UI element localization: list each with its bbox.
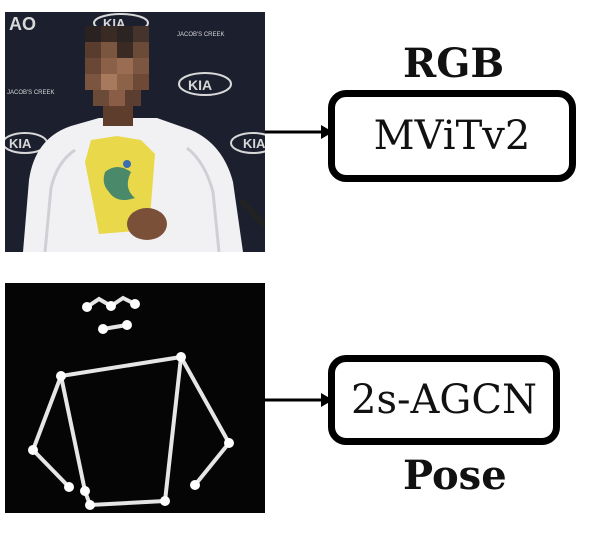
- kia-logo-right: KIA: [188, 77, 212, 93]
- joint: [224, 438, 234, 448]
- joint: [80, 486, 90, 496]
- skeleton-right-upper-arm: [179, 355, 231, 445]
- joint: [160, 496, 170, 506]
- person-figure: [23, 26, 265, 252]
- mvitv2-model-box: MViTv2: [328, 90, 576, 182]
- joint: [106, 301, 116, 311]
- sponsor-logos: AO KIA KIA KIA KIA JACOB'S CREEK JACOB'S…: [5, 13, 265, 154]
- kia-logo-far-right: KIA: [243, 136, 265, 151]
- pose-modality-label: Pose: [403, 452, 507, 499]
- blurred-face: [85, 26, 149, 106]
- kia-logo-far-right-ring: [230, 132, 265, 154]
- joint: [190, 480, 200, 490]
- rgb-video-frame: AO KIA KIA KIA KIA JACOB'S CREEK JACOB'S…: [5, 12, 265, 252]
- rgb-frame-illustration: AO KIA KIA KIA KIA JACOB'S CREEK JACOB'S…: [5, 12, 265, 252]
- pose-to-model-arrow: [265, 393, 333, 407]
- joint: [85, 500, 95, 510]
- jacobs-creek-logo-2: JACOB'S CREEK: [7, 90, 55, 96]
- joint: [28, 445, 38, 455]
- kia-logo-right-ring: [178, 72, 232, 96]
- skeleton-hips: [88, 499, 167, 507]
- skeleton-right-forearm: [193, 441, 231, 487]
- joint: [130, 299, 140, 309]
- skeleton-joints: [28, 299, 234, 510]
- joint: [98, 324, 108, 334]
- pose-skeleton-frame: [5, 283, 265, 513]
- mvitv2-model-label: MViTv2: [373, 113, 531, 159]
- joint: [82, 302, 92, 312]
- rgb-to-model-arrow: [265, 125, 333, 139]
- rgb-modality-label: RGB: [403, 40, 505, 87]
- joint: [176, 352, 186, 362]
- jacobs-creek-logo-1: JACOB'S CREEK: [177, 32, 225, 38]
- agcn-model-label: 2s-AGCN: [351, 377, 537, 423]
- skeleton-shoulders: [59, 355, 183, 378]
- skeleton-left-forearm: [31, 448, 71, 489]
- skeleton-left-upper-arm: [31, 374, 63, 452]
- skeleton-limbs: [31, 295, 231, 507]
- ao-logo: AO: [9, 14, 36, 34]
- agcn-model-box: 2s-AGCN: [328, 355, 560, 445]
- skeleton-right-torso: [163, 355, 183, 503]
- joint: [122, 320, 132, 330]
- joint: [56, 371, 66, 381]
- joint: [64, 482, 74, 492]
- kia-logo-left: KIA: [9, 136, 32, 151]
- skeleton-illustration: [5, 283, 265, 513]
- skeleton-left-torso: [59, 374, 87, 493]
